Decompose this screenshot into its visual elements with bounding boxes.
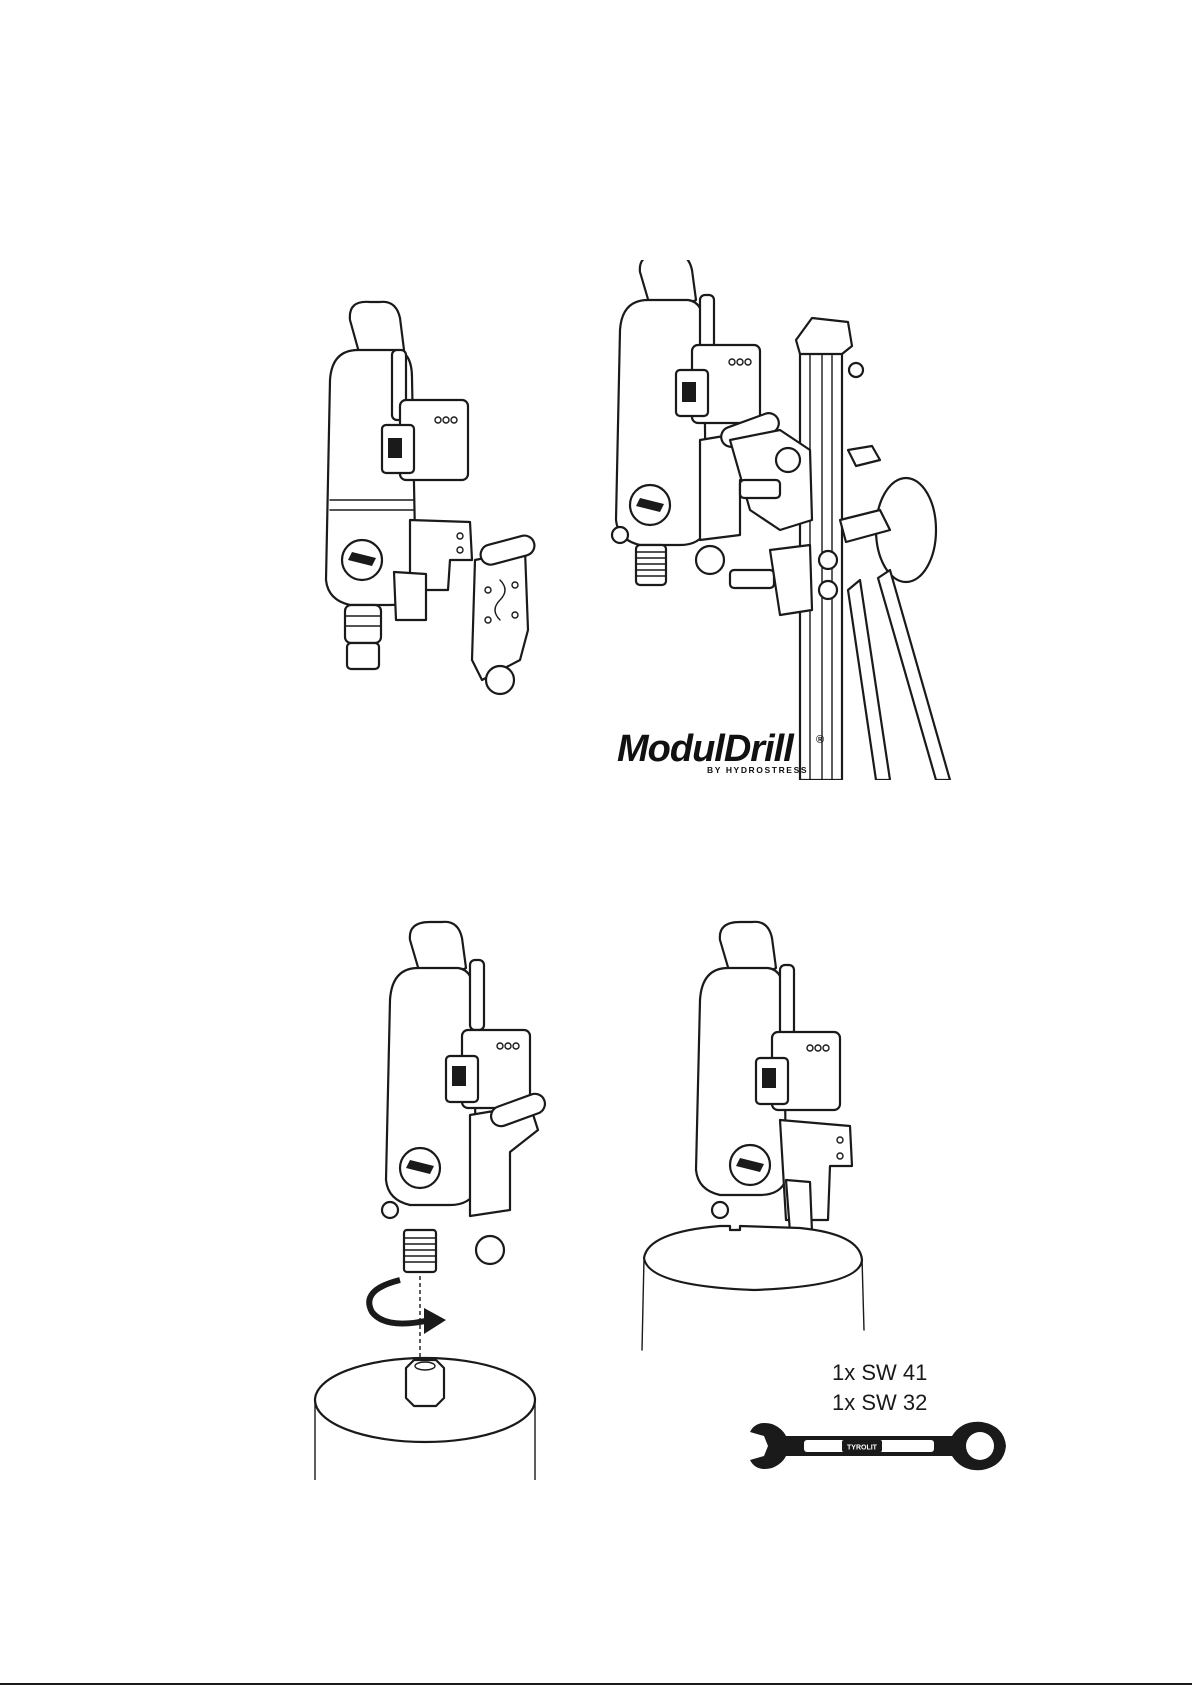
combination-wrench-icon: TYROLIT — [742, 1418, 1012, 1474]
core-bit-right — [642, 1226, 864, 1350]
drill-stand — [730, 318, 950, 780]
logo-byline: BY HYDROSTRESS — [707, 765, 808, 775]
wrench-brand-stamp: TYROLIT — [847, 1445, 878, 1452]
drill-motor-bottom-right — [696, 922, 852, 1264]
registered-mark: ® — [816, 734, 824, 746]
wrench-size-32: 1x SW 32 — [832, 1390, 927, 1416]
drill-motor-left — [326, 302, 472, 669]
loose-bracket — [472, 533, 537, 694]
wrench-size-41: 1x SW 41 — [832, 1360, 927, 1386]
drill-motor-bottom-left — [382, 922, 548, 1272]
rotation-arrow-icon — [369, 1280, 446, 1334]
core-bit-left — [315, 1358, 535, 1480]
top-assembly-illustration — [300, 260, 1020, 780]
drill-motor-center — [612, 260, 782, 585]
